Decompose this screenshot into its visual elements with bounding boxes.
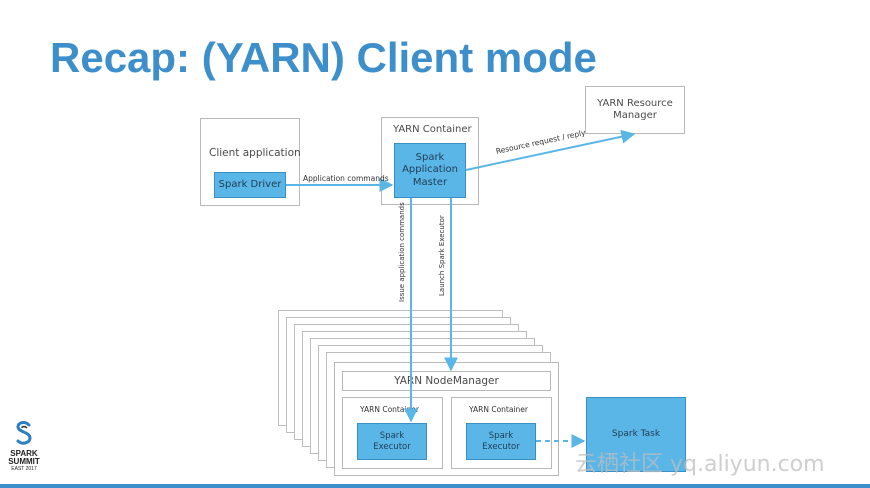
- application-commands-label: Application commands: [303, 174, 389, 183]
- client-application-label: Client application: [209, 147, 301, 159]
- launch-executor-label: Launch Spark Executor: [438, 215, 446, 296]
- container-right-label: YARN Container: [469, 405, 528, 414]
- issue-commands-label: Issue application commands: [398, 202, 406, 302]
- slide-title: Recap: (YARN) Client mode: [50, 34, 597, 81]
- container-left-label: YARN Container: [360, 405, 419, 414]
- spark-s-icon: [16, 421, 32, 445]
- resource-request-label: Resource request / reply: [495, 127, 587, 156]
- spark-driver: Spark Driver: [214, 172, 286, 198]
- bottom-bar: [0, 484, 870, 488]
- yarn-resource-manager-box: YARN Resource Manager: [585, 86, 685, 134]
- node-manager-label: YARN NodeManager: [394, 375, 499, 387]
- node-manager-label-box: YARN NodeManager: [342, 371, 551, 391]
- spark-task: Spark Task: [586, 397, 686, 472]
- spark-application-master: Spark Application Master: [394, 143, 466, 198]
- watermark: 云栖社区 yq.aliyun.com: [575, 452, 825, 477]
- yarn-container-top-label: YARN Container: [393, 124, 472, 135]
- spark-summit-logo: SPARK SUMMIT EAST 2017: [4, 420, 44, 472]
